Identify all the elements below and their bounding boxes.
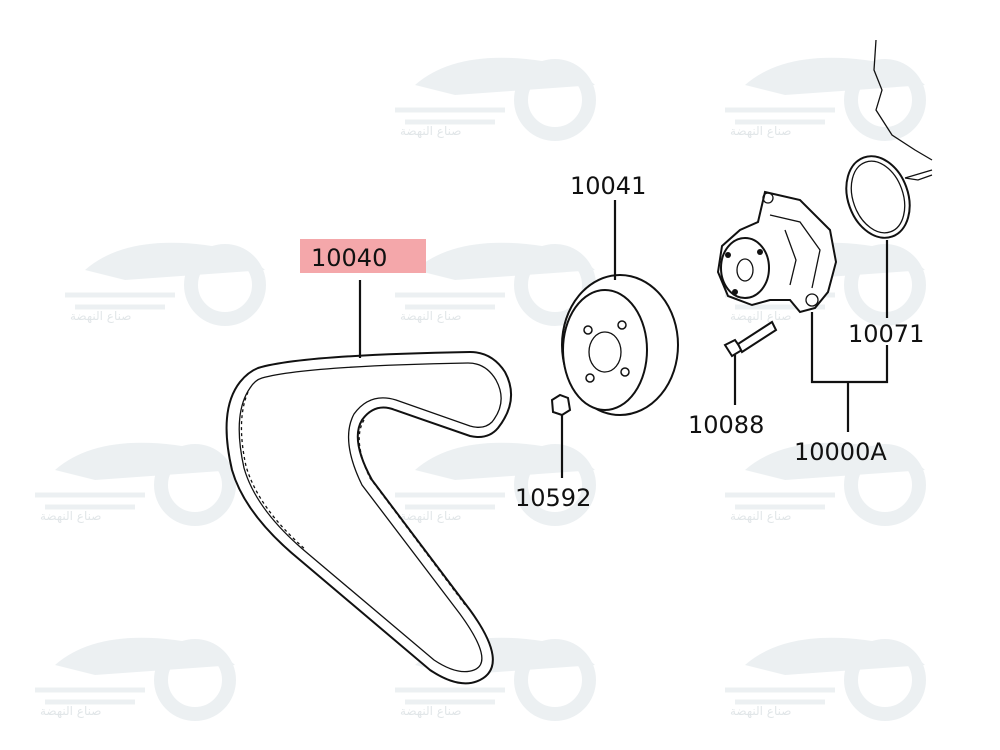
- label-water-pump[interactable]: 10000A: [794, 438, 887, 466]
- water-pump-bolt: [723, 320, 778, 358]
- watermark-logo: صناع النهضة: [35, 637, 236, 721]
- watermark-logo: صناع النهضة: [395, 242, 596, 326]
- watermark-logo: صناع النهضة: [35, 442, 236, 526]
- pulley-bolt-hole: [583, 325, 593, 335]
- watermark-label: صناع النهضة: [400, 509, 461, 523]
- engine-block-outline-lower: [904, 174, 933, 181]
- watermark-logo: صناع النهضة: [725, 57, 926, 141]
- pulley-bolt-hole: [620, 367, 630, 377]
- label-pulley[interactable]: 10041: [570, 172, 646, 200]
- watermark-label: صناع النهضة: [400, 704, 461, 718]
- water-pump-gasket: [845, 155, 911, 239]
- pulley-bolt-hole: [585, 373, 595, 383]
- watermark-label: صناع النهضة: [730, 309, 791, 323]
- water-pump: [716, 190, 838, 314]
- leader-water-pump: [810, 312, 889, 432]
- drive-belt: [225, 350, 513, 685]
- label-gasket[interactable]: 10071: [848, 320, 924, 348]
- pulley-bolt-hole: [617, 320, 627, 330]
- watermark-label: صناع النهضة: [40, 509, 101, 523]
- watermark-label: صناع النهضة: [400, 309, 461, 323]
- watermark-label: صناع النهضة: [40, 704, 101, 718]
- label-belt[interactable]: 10040: [311, 244, 387, 272]
- pulley-bolt: [550, 393, 572, 417]
- water-pump-pulley: [561, 274, 679, 416]
- watermark-logo: صناع النهضة: [725, 442, 926, 526]
- engine-block-outline: [873, 39, 933, 161]
- watermark-label: صناع النهضة: [400, 124, 461, 138]
- watermark-logo: صناع النهضة: [395, 442, 596, 526]
- watermark-logo: صناع النهضة: [395, 57, 596, 141]
- watermark-label: صناع النهضة: [730, 124, 791, 138]
- watermark-label: صناع النهضة: [730, 704, 791, 718]
- watermark-layer: صناع النهضة صناع النهضة صناع النهضة صناع…: [35, 57, 926, 721]
- watermark-logo: صناع النهضة: [65, 242, 266, 326]
- watermark-label: صناع النهضة: [730, 509, 791, 523]
- watermark-logo: صناع النهضة: [725, 637, 926, 721]
- label-pulley-bolt[interactable]: 10592: [515, 484, 591, 512]
- watermark-label: صناع النهضة: [70, 309, 131, 323]
- highlight-belt-label: [300, 239, 426, 273]
- leader-gasket-upper: [904, 169, 933, 179]
- label-pump-bolt[interactable]: 10088: [688, 411, 764, 439]
